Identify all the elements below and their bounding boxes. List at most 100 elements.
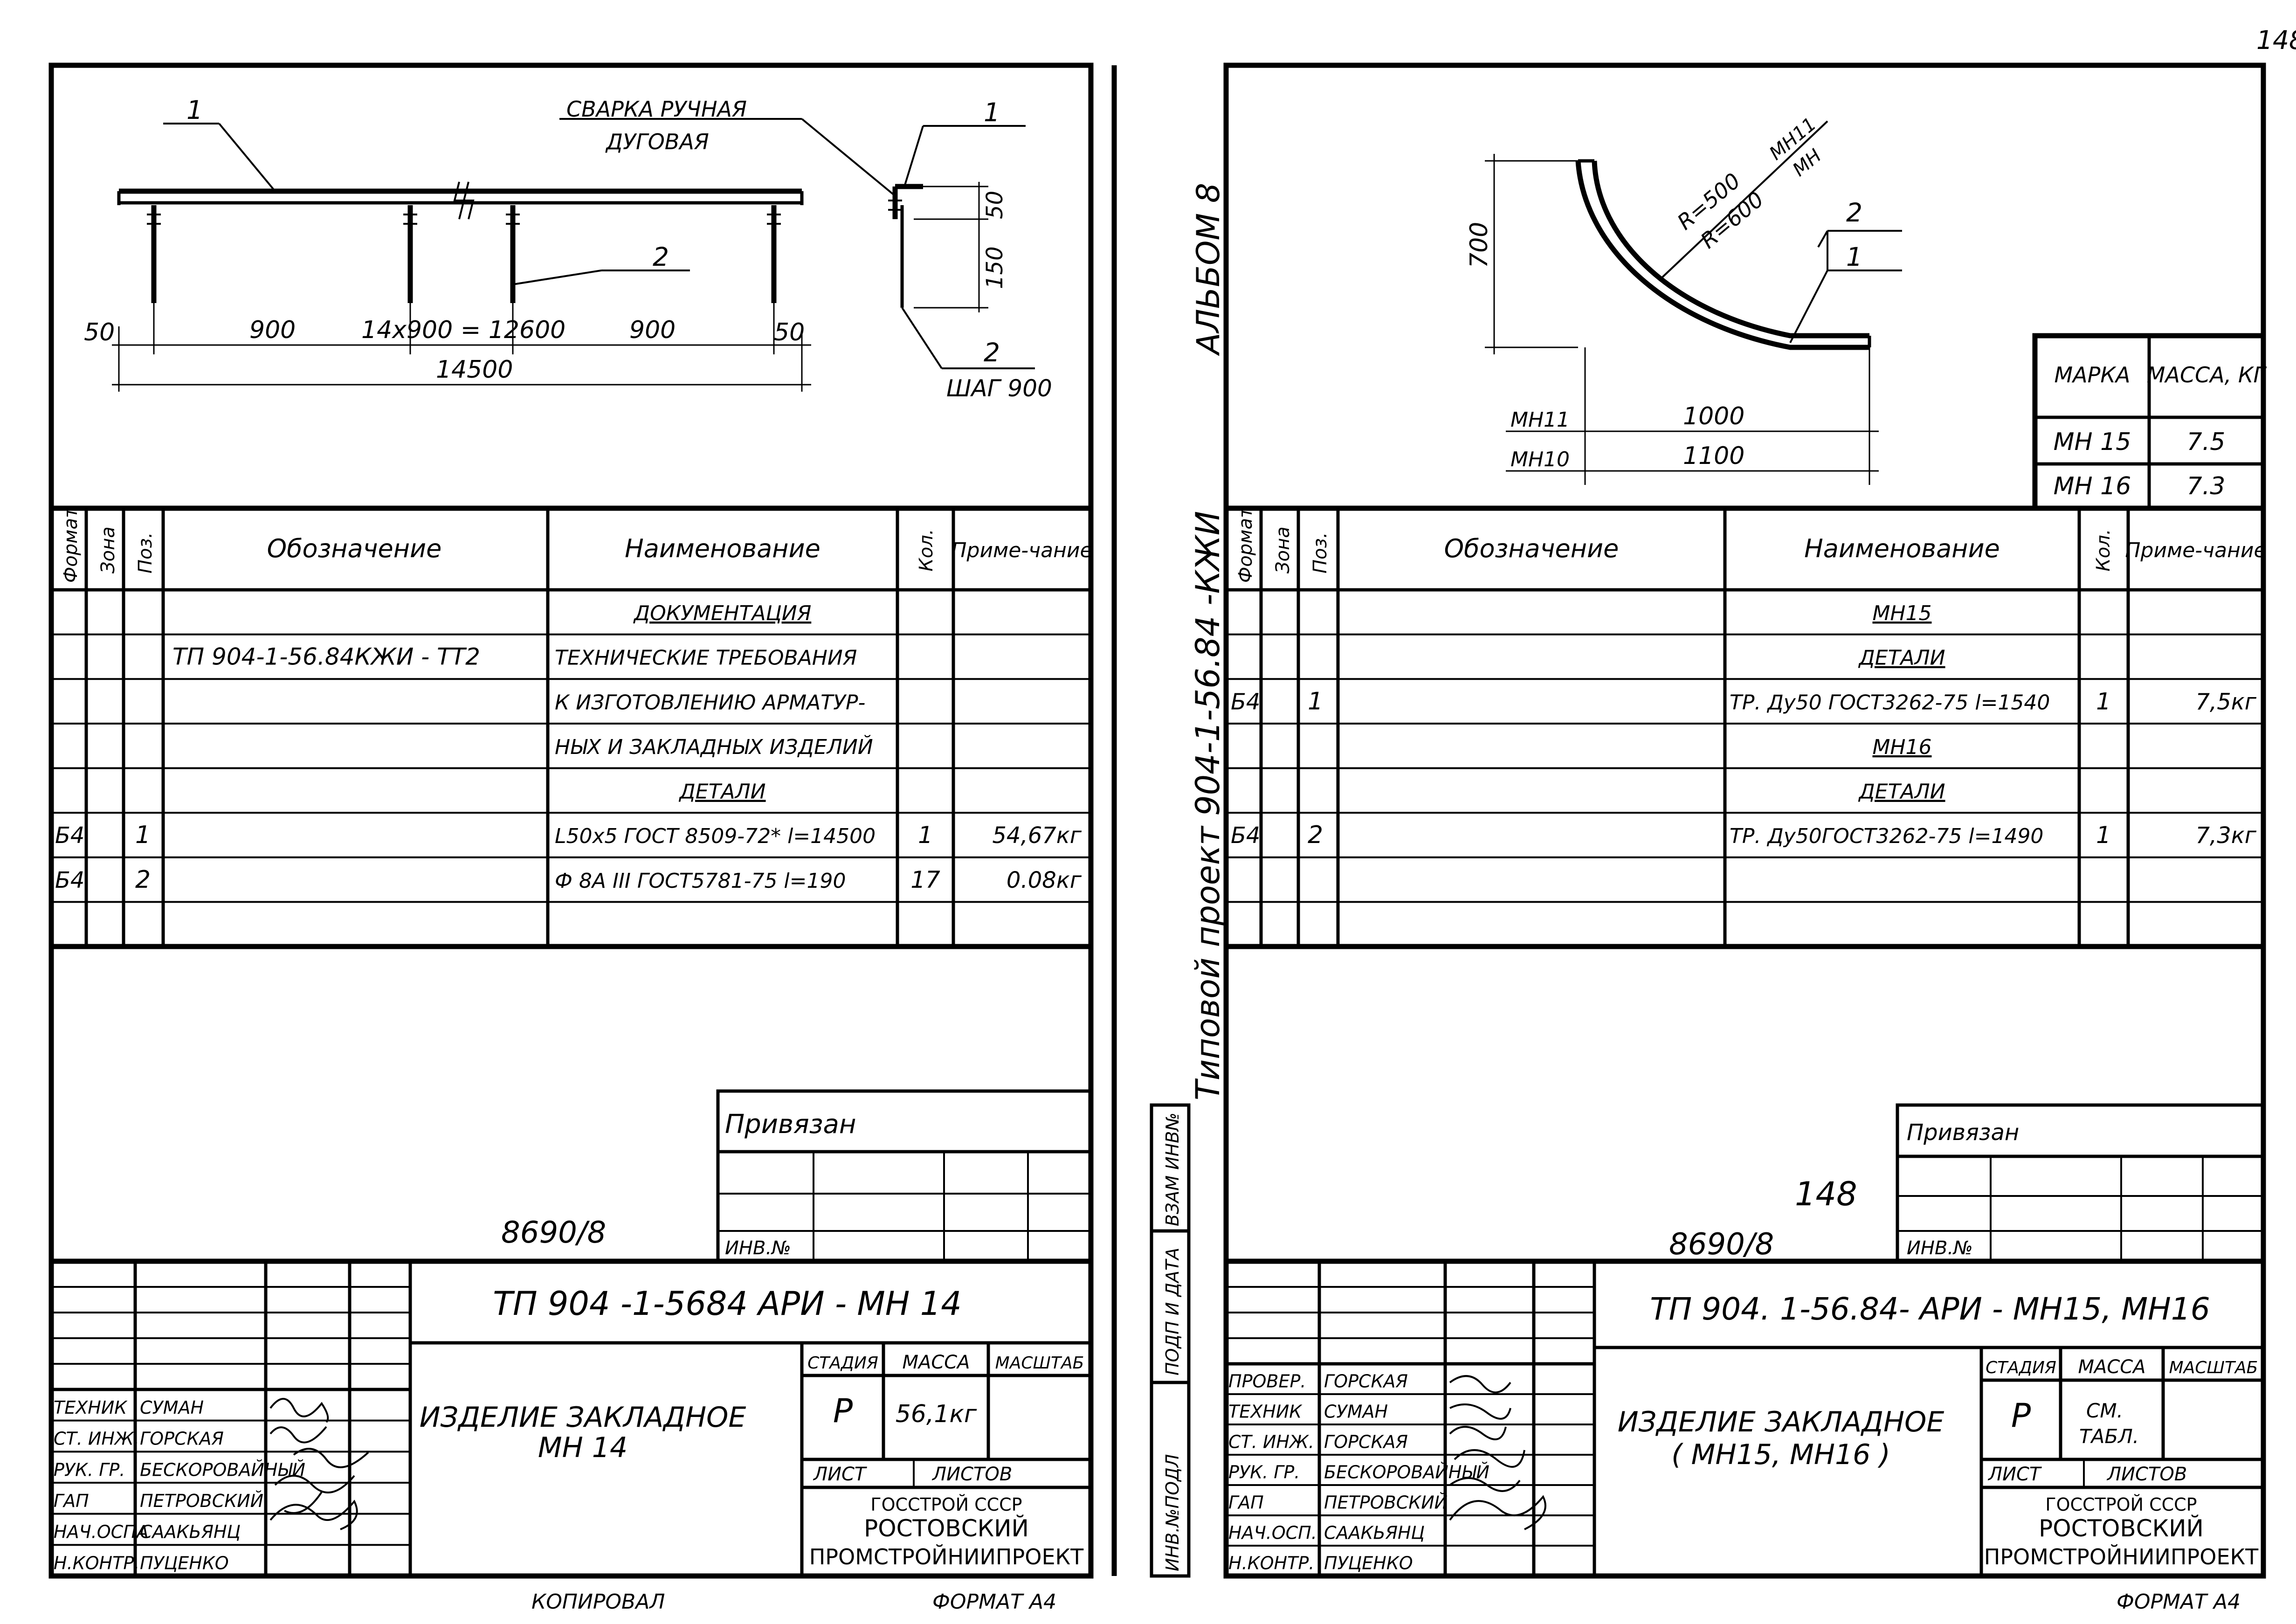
person-name: СУМАН	[140, 1397, 204, 1418]
left-hdr-oboz: Обозначение	[267, 534, 442, 563]
left-step: ШАГ 900	[946, 375, 1052, 402]
right-product-name-1: ИЗДЕЛИЕ ЗАКЛАДНОЕ	[1618, 1406, 1944, 1438]
right-signatures	[1449, 1375, 1546, 1530]
spec-pos: 1	[135, 821, 151, 849]
left-product-name-2: МН 14	[538, 1431, 627, 1464]
person-role: НАЧ.ОСП.	[1228, 1523, 1317, 1543]
right-inv-no: ИНВ.№	[1907, 1237, 1973, 1259]
right-org-2: РОСТОВСКИЙ	[2039, 1514, 2204, 1542]
spec-name: ДЕТАЛИ	[1858, 646, 1945, 670]
spec-name: ТЕХНИЧЕСКИЕ ТРЕБОВАНИЯ	[555, 646, 857, 670]
left-org-3: ПРОМСТРОЙНИИПРОЕКТ	[809, 1544, 1084, 1569]
person-role: ТЕХНИК	[54, 1397, 128, 1418]
right-mass-2: ТАБЛ.	[2079, 1425, 2139, 1448]
person-name: ГОРСКАЯ	[1324, 1371, 1408, 1392]
right-hdr-name: Наименование	[1804, 534, 2000, 563]
left-mass-label: МАССА	[902, 1352, 970, 1373]
person-role: ГАП	[54, 1491, 89, 1511]
spec-name: ТР. Ду50ГОСТ3262-75 l=1490	[1730, 824, 2043, 848]
person-name: СААКЬЯНЦ	[1324, 1523, 1425, 1543]
left-dim-50-left: 50	[84, 318, 115, 346]
left-mass: 56,1кг	[896, 1400, 977, 1428]
right-handwritten-number: 148	[1795, 1175, 1857, 1213]
person-role: Н.КОНТР.	[1228, 1553, 1314, 1574]
left-scale-label: МАСШТАБ	[995, 1354, 1084, 1373]
page-number: 148	[2256, 25, 2296, 55]
right-title-block: Привязан ИНВ.№ 8690/8 148 ПРОВЕР. ГОРСКАЯ…	[1223, 1103, 2266, 1579]
right-archive-no: 8690/8	[1669, 1227, 1774, 1262]
right-mass-1: СМ.	[2086, 1399, 2123, 1422]
person-role: РУК. ГР.	[54, 1459, 125, 1480]
spec-name: ДЕТАЛИ	[678, 780, 765, 804]
left-dim-middle: 14x900 = 12600	[361, 316, 565, 344]
spec-note: 0.08кг	[1007, 867, 1082, 893]
person-name: СУМАН	[1324, 1402, 1388, 1422]
right-hdr-pos: Поз.	[1310, 532, 1331, 574]
person-name: ПУЦЕНКО	[1324, 1553, 1413, 1574]
right-privyazan: Привязан	[1907, 1120, 2019, 1146]
right-dim-row2-label: МН10	[1510, 448, 1570, 471]
right-pos1-label: 1	[1846, 242, 1862, 272]
person-role: РУК. ГР.	[1228, 1462, 1300, 1483]
left-stage-label: СТАДИЯ	[807, 1354, 878, 1373]
spec-kol: 1	[2096, 688, 2111, 715]
left-sheet: 1 2 50 900 14x900 = 12600 900 50 14500	[48, 62, 1094, 1614]
person-role: СТ. ИНЖ.	[54, 1429, 139, 1449]
left-pos2-label: 2	[653, 242, 669, 272]
right-sheets-label: ЛИСТОВ	[2106, 1464, 2187, 1485]
left-pos2-side: 2	[984, 338, 1000, 367]
spec-name: МН15	[1872, 601, 1931, 625]
left-org-1: ГОССТРОЙ СССР	[870, 1494, 1022, 1515]
left-dim-v-50: 50	[982, 191, 1008, 219]
left-hdr-pos: Поз.	[135, 532, 156, 574]
spec-pos: 2	[1308, 821, 1323, 849]
right-sheet: R=500 R=600 МН11 МН 2 1 700 МН11 1000 МН…	[1223, 62, 2267, 1614]
person-name: ПЕТРОВСКИЙ	[140, 1491, 263, 1511]
mass-hdr-mass: МАССА, КГ	[2147, 362, 2267, 387]
album-label: АЛЬБОМ 8	[1190, 183, 1227, 356]
spec-name: МН16	[1872, 735, 1931, 759]
left-signatures	[269, 1398, 369, 1530]
right-stage: Р	[2011, 1396, 2031, 1435]
right-hdr-format: Формат	[1235, 506, 1256, 583]
right-org-3: ПРОМСТРОЙНИИПРОЕКТ	[1984, 1544, 2259, 1569]
mass-row2-mass: 7.3	[2187, 472, 2226, 500]
person-role: ПРОВЕР.	[1228, 1371, 1306, 1392]
left-hdr-name: Наименование	[625, 534, 820, 563]
left-pos1-label: 1	[186, 95, 203, 125]
left-hdr-format: Формат	[60, 506, 82, 583]
spec-name: ДЕТАЛИ	[1858, 780, 1945, 804]
weld-note-1: СВАРКА РУЧНАЯ	[566, 97, 747, 122]
left-sheets-label: ЛИСТОВ	[931, 1464, 1012, 1485]
person-role: Н.КОНТР.	[54, 1553, 139, 1573]
left-section-view: 50 150 СВАРКА РУЧНАЯ ДУГОВАЯ 1 2 ШАГ 900	[559, 97, 1052, 402]
left-sheet-label: ЛИСТ	[813, 1464, 868, 1485]
spec-kol: 1	[918, 822, 933, 849]
left-stage: Р	[833, 1392, 853, 1430]
person-role: ТЕХНИК	[1228, 1402, 1303, 1422]
right-footer-format: ФОРМАТ А4	[2117, 1590, 2241, 1614]
left-pos1-side: 1	[984, 97, 1000, 127]
mass-row1-mark: МН 15	[2054, 428, 2131, 456]
person-name: БЕСКОРОВАЙНЫЙ	[1324, 1462, 1489, 1483]
left-dim-900-a: 900	[249, 316, 296, 344]
person-name: ГОРСКАЯ	[1324, 1432, 1408, 1452]
left-privyazan: Привязан	[725, 1109, 856, 1140]
person-name: БЕСКОРОВАЙНЫЙ	[140, 1459, 305, 1480]
left-org-2: РОСТОВСКИЙ	[864, 1514, 1029, 1542]
spec-kol: 1	[2096, 822, 2111, 849]
person-name: ПУЦЕНКО	[140, 1553, 229, 1573]
left-dim-v-150: 150	[982, 246, 1008, 289]
spec-name: Ф 8А III ГОСТ5781-75 l=190	[555, 869, 846, 893]
spec-note: 7,5кг	[2195, 689, 2256, 715]
person-name: ПЕТРОВСКИЙ	[1324, 1493, 1448, 1513]
left-footer-copied: КОПИРОВАЛ	[531, 1590, 665, 1614]
person-role: ГАП	[1228, 1493, 1264, 1513]
weld-note-2: ДУГОВАЯ	[605, 129, 709, 154]
right-designation: ТП 904. 1-56.84- АРИ - МН15, МН16	[1650, 1291, 2210, 1327]
right-mass-table: МАРКА МАССА, КГ МН 15 7.5 МН 16 7.3	[2032, 333, 2267, 511]
